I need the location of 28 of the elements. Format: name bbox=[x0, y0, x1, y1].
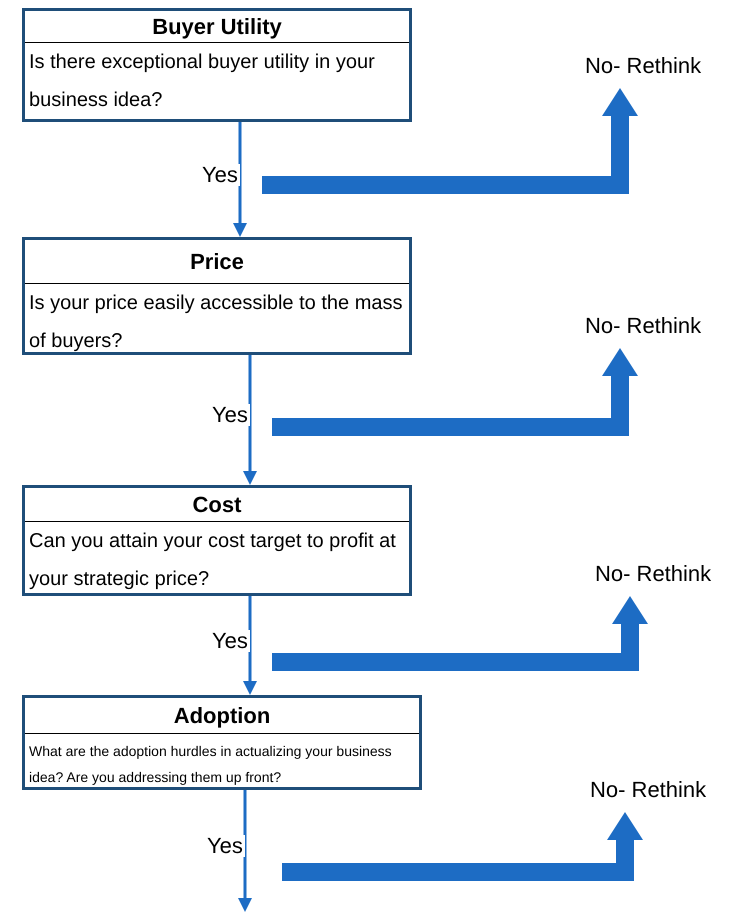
outcome-text: No- Rethink bbox=[595, 560, 712, 588]
arrow bbox=[243, 355, 257, 485]
arrow bbox=[238, 790, 252, 912]
question-text: What are the adoption hurdles in actualizing your business idea? Are you addressing them up front? bbox=[28, 742, 393, 787]
box-heading: Adoption bbox=[25, 698, 419, 734]
question-box bbox=[22, 485, 412, 596]
outcome-text: No- Rethink bbox=[590, 776, 706, 804]
question-box bbox=[22, 695, 422, 790]
question-text: Can you attain your cost target to profit at your strategic price? bbox=[28, 529, 397, 592]
box-heading: Price bbox=[25, 240, 409, 284]
box-heading: Buyer Utility bbox=[25, 11, 409, 43]
edge-label: Yes bbox=[205, 835, 245, 857]
arrow bbox=[233, 122, 247, 237]
edge-label: Yes bbox=[210, 404, 250, 426]
outcome-text: No- Rethink bbox=[585, 52, 702, 80]
edge-label: Yes bbox=[210, 630, 250, 652]
question-text: Is your price easily accessible to the mass of buyers? bbox=[28, 291, 404, 354]
question-text: Is there exceptional buyer utility in your business idea? bbox=[28, 50, 376, 113]
arrow bbox=[282, 812, 643, 881]
arrow bbox=[243, 596, 257, 695]
box-heading: Cost bbox=[25, 488, 409, 522]
arrow bbox=[262, 88, 638, 194]
question-box bbox=[22, 8, 412, 122]
question-box bbox=[22, 237, 412, 355]
arrow bbox=[272, 348, 638, 436]
outcome-text: No- Rethink bbox=[585, 312, 702, 340]
arrow bbox=[272, 596, 648, 671]
edge-label: Yes bbox=[200, 164, 240, 186]
